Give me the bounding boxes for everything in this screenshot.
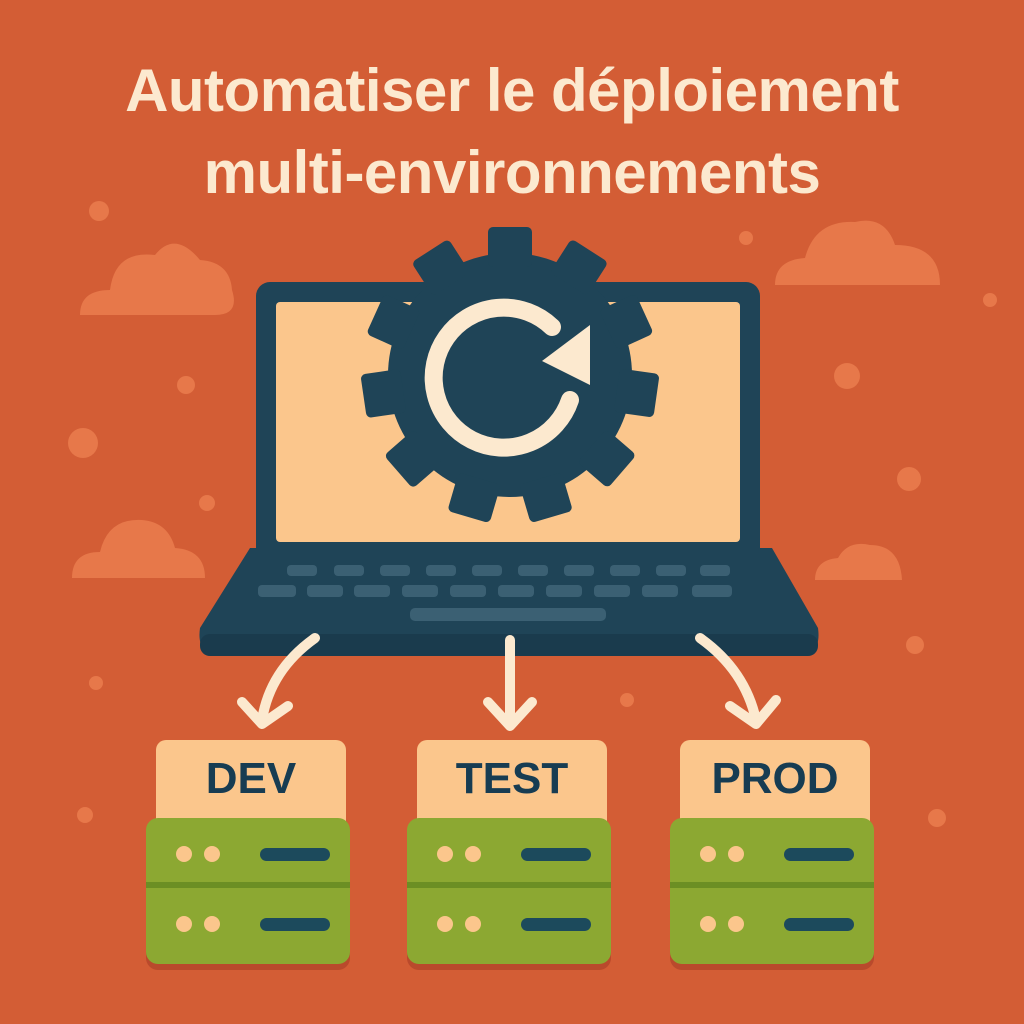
page-title: Automatiser le déploiement multi-environ… <box>0 50 1024 214</box>
env-label: PROD <box>711 754 839 803</box>
title-line-1: Automatiser le déploiement <box>125 57 899 124</box>
server-icon <box>407 818 611 964</box>
env-test: TEST <box>401 740 611 965</box>
env-label-tag: TEST <box>417 740 607 830</box>
cloud-icon <box>80 243 234 315</box>
arrow-to-dev-icon <box>237 633 320 729</box>
refresh-arrow-icon <box>424 298 590 457</box>
server-icon <box>670 818 874 964</box>
env-label-tag: DEV <box>156 740 346 830</box>
cloud-icon <box>815 543 902 580</box>
decorative-dots <box>68 201 997 827</box>
cloud-icon <box>72 519 205 578</box>
env-label: TEST <box>455 754 569 803</box>
arrow-to-prod-icon <box>695 633 781 729</box>
env-dev: DEV <box>140 740 350 965</box>
title-line-2: multi-environnements <box>203 139 821 206</box>
env-label: DEV <box>205 754 297 803</box>
env-label-tag: PROD <box>680 740 870 830</box>
arrow-to-test-icon <box>483 635 537 731</box>
server-icon <box>146 818 350 964</box>
env-prod: PROD <box>664 740 874 965</box>
cloud-icon <box>775 220 940 285</box>
gear-icon <box>360 227 660 524</box>
